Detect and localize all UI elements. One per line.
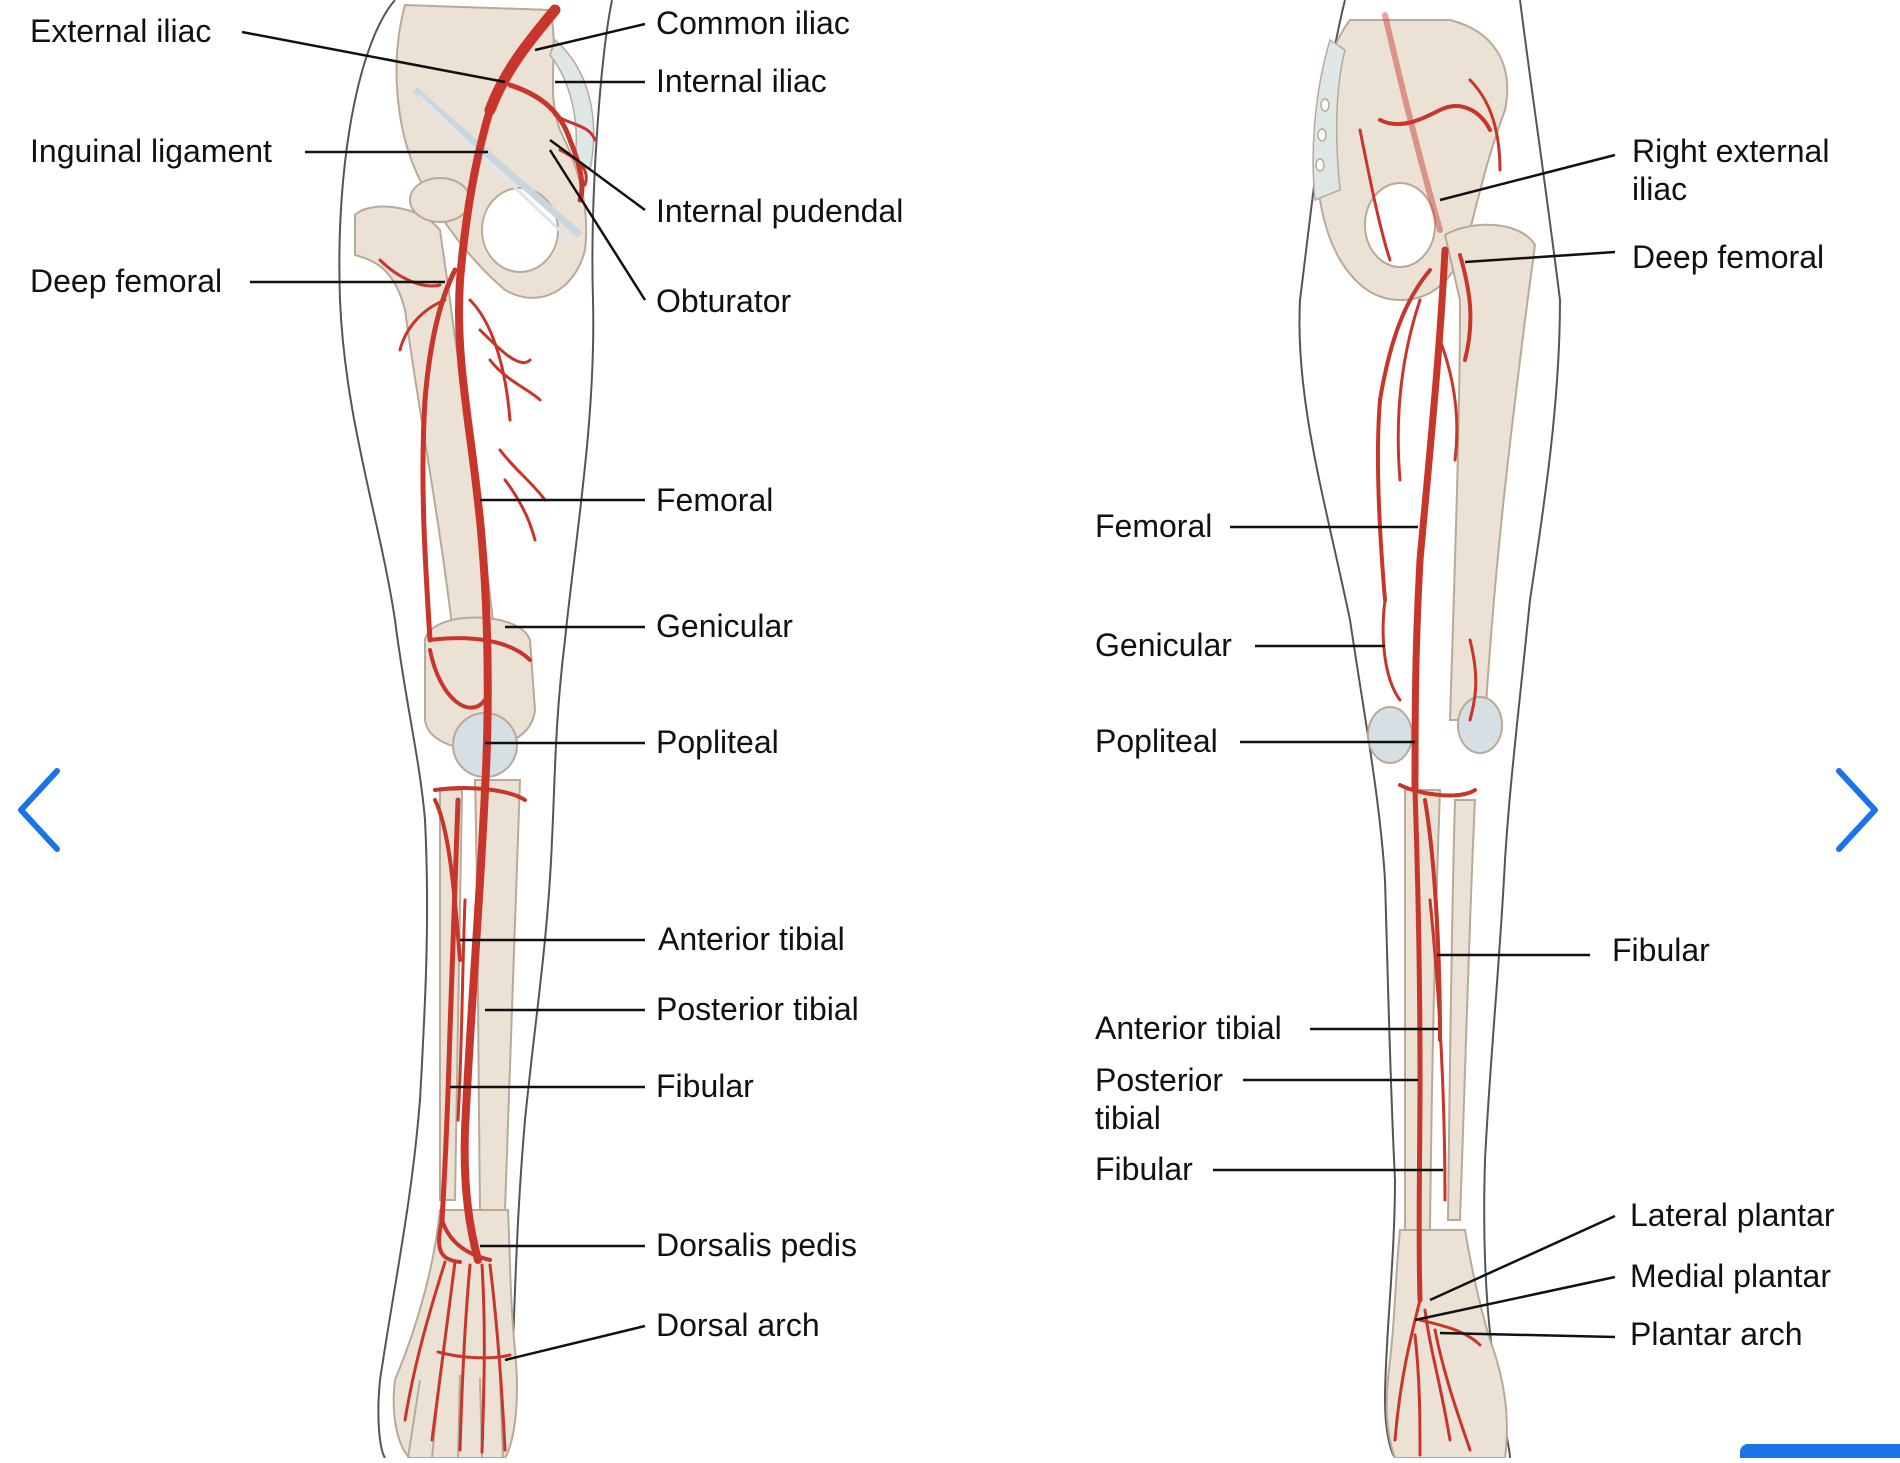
label-obturator: Obturator <box>656 282 791 320</box>
label-posterior-fibular-lower: Fibular <box>1095 1150 1193 1188</box>
label-dorsalis-pedis: Dorsalis pedis <box>656 1226 857 1264</box>
label-internal-iliac: Internal iliac <box>656 62 827 100</box>
label-genicular: Genicular <box>656 607 793 645</box>
label-posterior-femoral: Femoral <box>1095 507 1212 545</box>
next-button[interactable] <box>1826 760 1890 860</box>
label-posterior-tibial: Posterior tibial <box>656 990 859 1028</box>
chevron-right-icon <box>1833 765 1883 855</box>
label-femoral: Femoral <box>656 481 773 519</box>
label-posterior-anterior-tibial: Anterior tibial <box>1095 1009 1282 1047</box>
label-internal-pudendal: Internal pudendal <box>656 192 903 230</box>
label-posterior-posterior-tibial: Posterior tibial <box>1095 1061 1223 1137</box>
label-deep-femoral: Deep femoral <box>30 262 222 300</box>
anterior-leg-figure <box>339 0 612 1458</box>
label-common-iliac: Common iliac <box>656 4 850 42</box>
label-posterior-fibular-upper: Fibular <box>1612 931 1710 969</box>
chevron-left-icon <box>13 765 63 855</box>
label-right-external-iliac: Right external iliac <box>1632 132 1829 208</box>
posterior-femoral-artery <box>1415 250 1445 790</box>
label-plantar-arch: Plantar arch <box>1630 1315 1803 1353</box>
previous-button[interactable] <box>6 760 70 860</box>
label-popliteal: Popliteal <box>656 723 779 761</box>
label-posterior-genicular: Genicular <box>1095 626 1232 664</box>
label-lateral-plantar: Lateral plantar <box>1630 1196 1835 1234</box>
bottom-corner-tab[interactable] <box>1740 1444 1900 1458</box>
posterior-leg-figure <box>1299 0 1560 1458</box>
label-anterior-tibial: Anterior tibial <box>658 920 845 958</box>
posterior-fibula <box>1448 800 1475 1220</box>
label-dorsal-arch: Dorsal arch <box>656 1306 820 1344</box>
label-fibular: Fibular <box>656 1067 754 1105</box>
label-posterior-deep-femoral: Deep femoral <box>1632 238 1824 276</box>
posterior-femur <box>1445 225 1535 720</box>
label-posterior-popliteal: Popliteal <box>1095 722 1218 760</box>
posterior-tibia <box>1405 790 1440 1230</box>
label-external-iliac: External iliac <box>30 12 211 50</box>
label-inguinal-ligament: Inguinal ligament <box>30 132 272 170</box>
label-medial-plantar: Medial plantar <box>1630 1257 1831 1295</box>
